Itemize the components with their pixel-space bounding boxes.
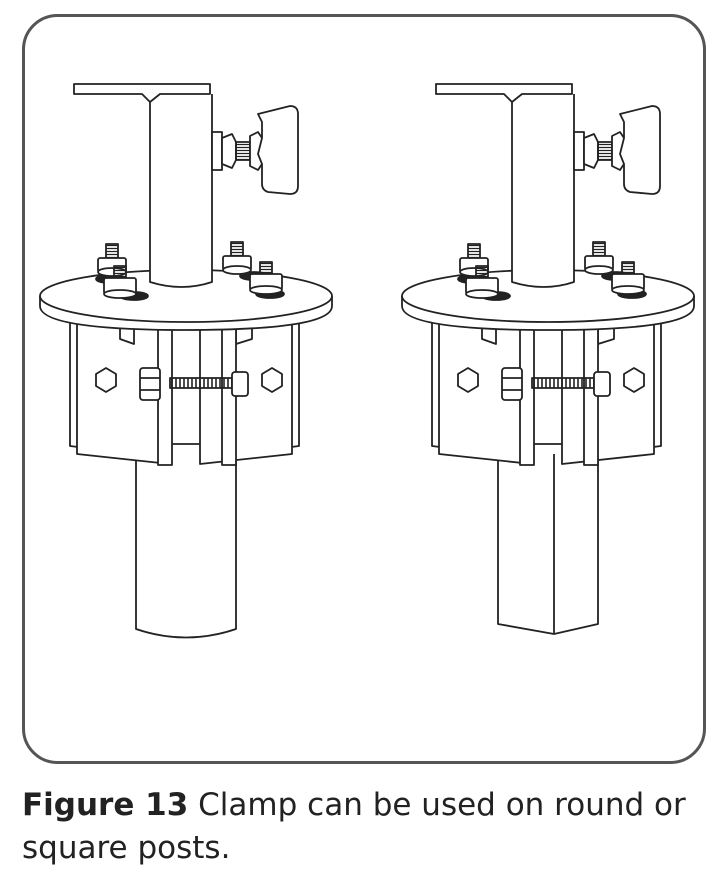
figure-caption: Figure 13 Clamp can be used on round or … <box>22 784 712 870</box>
mount-tube <box>511 94 575 288</box>
flange-bolts <box>97 241 283 299</box>
top-plate <box>435 83 573 103</box>
round-post <box>135 443 237 639</box>
clamp-illustration <box>22 14 706 764</box>
clamp-round-post <box>39 83 333 639</box>
clamp-square-post <box>401 83 695 635</box>
square-post <box>497 443 599 635</box>
figure-label: Figure 13 <box>22 787 189 823</box>
threaded-rod <box>531 377 595 389</box>
tightening-knob <box>211 105 299 195</box>
hex-hole <box>457 367 479 393</box>
frame-border <box>22 14 706 764</box>
figure-frame <box>22 14 706 764</box>
flange-bolts <box>459 241 645 299</box>
hex-hole <box>95 367 117 393</box>
tightening-knob <box>573 105 661 195</box>
threaded-rod <box>169 377 233 389</box>
mount-tube <box>149 94 213 288</box>
figure-caption-text: Clamp can be used on round or square pos… <box>22 787 686 866</box>
hex-hole <box>261 367 283 393</box>
top-plate <box>73 83 211 103</box>
hex-hole <box>623 367 645 393</box>
